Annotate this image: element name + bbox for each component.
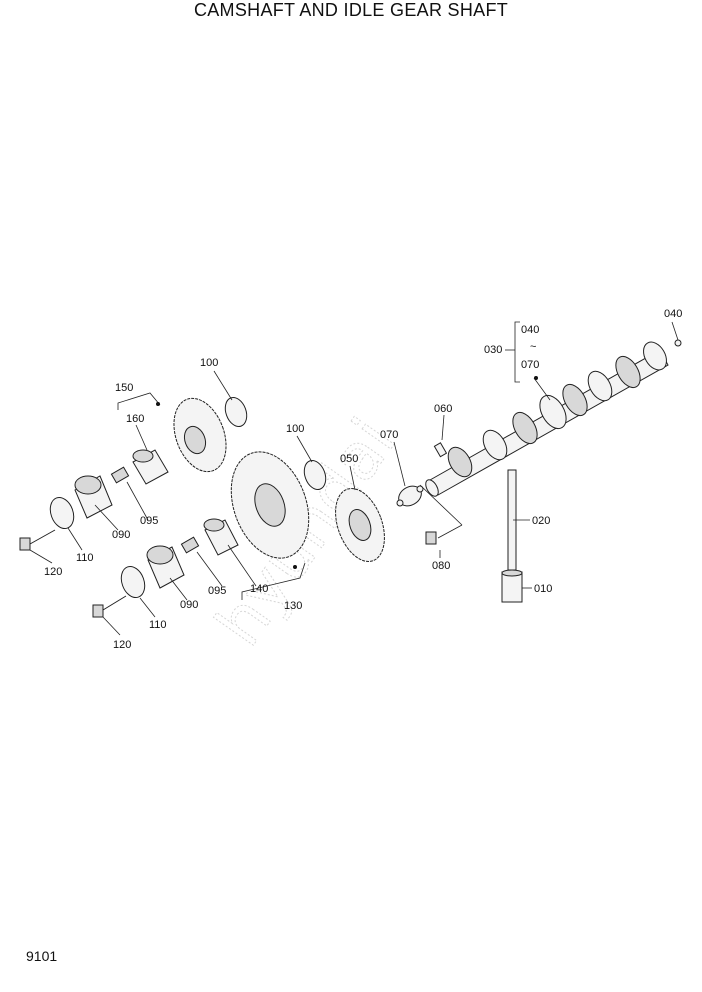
callout-095-lower: 095 xyxy=(208,585,226,597)
callout-095-upper: 095 xyxy=(140,515,158,527)
callout-060: 060 xyxy=(434,403,452,415)
leader-lines xyxy=(29,321,679,636)
idle-shaft-lower xyxy=(146,545,185,589)
callout-090-upper: 090 xyxy=(112,529,130,541)
bushing xyxy=(203,518,239,556)
callout-tilde: ~ xyxy=(530,341,536,353)
bushing-upper xyxy=(132,449,169,485)
callout-010: 010 xyxy=(534,583,552,595)
callout-110-lower: 110 xyxy=(149,619,167,631)
washer-upper xyxy=(49,497,75,529)
cam-gear xyxy=(335,488,385,562)
page-title: CAMSHAFT AND IDLE GEAR SHAFT xyxy=(193,0,509,20)
thrust-plate xyxy=(396,485,424,507)
upper-idle-gear xyxy=(173,397,227,473)
thrust-washer xyxy=(303,459,327,491)
woodruff-key xyxy=(433,442,448,458)
callout-120-lower: 120 xyxy=(113,639,131,651)
callout-080: 080 xyxy=(432,560,450,572)
idle-shaft-upper xyxy=(74,475,113,519)
callout-150: 150 xyxy=(115,382,133,394)
pin-upper xyxy=(110,466,130,484)
callout-020: 020 xyxy=(532,515,550,527)
callout-090-lower: 090 xyxy=(180,599,198,611)
camshaft xyxy=(425,339,682,497)
callout-070-range: 070 xyxy=(521,359,539,371)
idle-gear xyxy=(230,451,310,559)
callout-130: 130 xyxy=(284,600,302,612)
callout-030: 030 xyxy=(484,344,502,356)
thrust-washer-upper xyxy=(224,396,248,428)
bolt-080 xyxy=(419,484,463,545)
callout-120-upper: 120 xyxy=(44,566,62,578)
callout-100-right: 100 xyxy=(286,423,304,435)
callout-100-left: 100 xyxy=(200,357,218,369)
tappet xyxy=(501,569,523,603)
pin-lower xyxy=(180,536,200,554)
callout-040-tip: 040 xyxy=(664,308,682,320)
washer-lower xyxy=(120,566,146,598)
callout-110-upper: 110 xyxy=(76,552,94,564)
bolt-lower xyxy=(92,595,127,618)
callout-140: 140 xyxy=(250,583,268,595)
callout-050: 050 xyxy=(340,453,358,465)
bolt-upper xyxy=(19,529,56,551)
callout-160: 160 xyxy=(126,413,144,425)
callout-040-range: 040 xyxy=(521,324,539,336)
callout-070: 070 xyxy=(380,429,398,441)
page-number: 9101 xyxy=(26,948,58,964)
